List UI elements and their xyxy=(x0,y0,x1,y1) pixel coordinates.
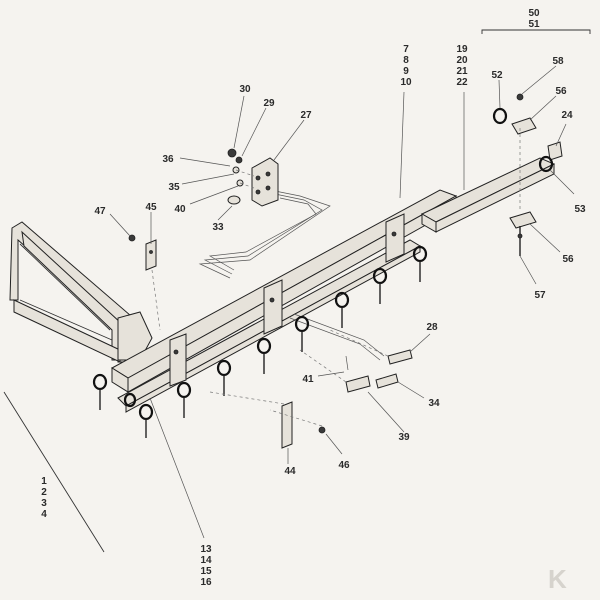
part-number: 36 xyxy=(162,154,174,165)
label-36: 36 xyxy=(162,154,174,165)
part-number: 9 xyxy=(403,66,409,77)
hydraulic-lines xyxy=(198,189,385,361)
label-28: 28 xyxy=(426,322,438,333)
label-58: 58 xyxy=(552,56,564,67)
part-number: 44 xyxy=(284,466,296,477)
part-number: 45 xyxy=(145,202,157,213)
part-number: 56 xyxy=(555,86,567,97)
label-27: 27 xyxy=(300,110,312,121)
part-number: 16 xyxy=(200,577,212,588)
label-56-top: 56 xyxy=(555,86,567,97)
part-number: 57 xyxy=(534,290,546,301)
label-41: 41 xyxy=(302,374,314,385)
part-number: 24 xyxy=(561,110,573,121)
part-number: 46 xyxy=(338,460,350,471)
leader-lines xyxy=(109,65,575,539)
part-number: 2 xyxy=(41,487,47,498)
part-number: 14 xyxy=(200,555,212,566)
part-number: 27 xyxy=(300,110,312,121)
part-number: 34 xyxy=(428,398,440,409)
label-29: 29 xyxy=(263,98,275,109)
label-45: 45 xyxy=(145,202,157,213)
part-number: 33 xyxy=(212,222,224,233)
part-number: 30 xyxy=(239,84,251,95)
label-30: 30 xyxy=(239,84,251,95)
part-number: 35 xyxy=(168,182,180,193)
part-number: 40 xyxy=(174,204,186,215)
part-number: 13 xyxy=(200,544,212,555)
tines xyxy=(92,245,428,438)
part-number: 58 xyxy=(552,56,564,67)
left-hardware xyxy=(128,234,413,449)
part-number: 7 xyxy=(403,44,409,55)
label-44: 44 xyxy=(284,466,296,477)
label-46: 46 xyxy=(338,460,350,471)
label-24: 24 xyxy=(561,110,573,121)
label-40: 40 xyxy=(174,204,186,215)
part-number: 41 xyxy=(302,374,314,385)
part-number: 15 xyxy=(200,566,212,577)
part-number: 22 xyxy=(456,77,468,88)
label-35: 35 xyxy=(168,182,180,193)
watermark-logo: K xyxy=(548,564,567,594)
part-number: 3 xyxy=(41,498,47,509)
right-side-parts xyxy=(492,93,563,256)
part-number: 52 xyxy=(491,70,503,81)
alignment-lines xyxy=(151,128,521,427)
part-number: 39 xyxy=(398,432,410,443)
part-number: 20 xyxy=(456,55,468,66)
label-47: 47 xyxy=(94,206,106,217)
valve-block xyxy=(227,148,279,207)
label-39: 39 xyxy=(398,432,410,443)
part-number: 51 xyxy=(528,19,540,30)
label-52: 52 xyxy=(491,70,503,81)
label-56-bottom: 56 xyxy=(562,254,574,265)
part-number: 47 xyxy=(94,206,106,217)
label-53: 53 xyxy=(574,204,586,215)
label-33: 33 xyxy=(212,222,224,233)
part-number: 4 xyxy=(41,509,47,520)
group-brackets xyxy=(3,29,591,553)
part-number: 21 xyxy=(456,66,468,77)
label-57: 57 xyxy=(534,290,546,301)
part-number: 28 xyxy=(426,322,438,333)
part-number: 56 xyxy=(562,254,574,265)
beam-brackets xyxy=(169,213,405,387)
extension-beam xyxy=(420,157,556,233)
part-number: 53 xyxy=(574,204,586,215)
part-number: 50 xyxy=(528,8,540,19)
part-number: 29 xyxy=(263,98,275,109)
label-34: 34 xyxy=(428,398,440,409)
part-number: 10 xyxy=(400,77,412,88)
part-number: 19 xyxy=(456,44,468,55)
part-number: 8 xyxy=(403,55,409,66)
headstock-frame xyxy=(9,221,153,363)
part-number: 1 xyxy=(41,476,47,487)
